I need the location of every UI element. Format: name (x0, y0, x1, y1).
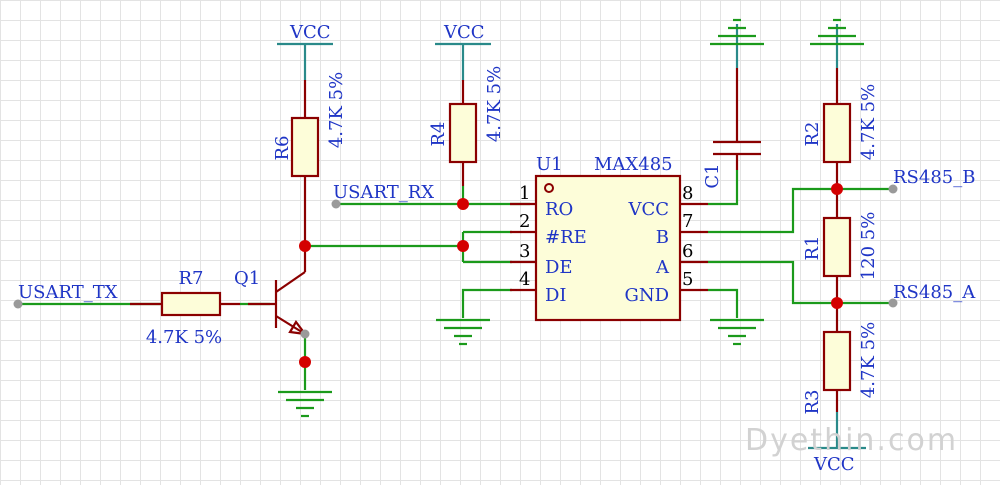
wire-vcc-c1 (708, 170, 739, 206)
u1-pin-number: 4 (519, 269, 530, 290)
u1-pin-name: DE (545, 257, 573, 278)
u1-designator: U1 (536, 154, 563, 175)
r3-value: 4.7K 5% (858, 322, 879, 398)
net-label-usart-rx: USART_RX (333, 182, 434, 203)
junction-dot (299, 356, 311, 368)
junction-dot (457, 198, 469, 210)
r1-designator: R1 (802, 235, 823, 260)
gnd-symbol-c1 (710, 18, 764, 68)
port-dots (13, 184, 898, 339)
watermark-text: Dyethin.com (745, 423, 958, 458)
junction-dot (457, 240, 469, 252)
r6-designator: R6 (272, 135, 293, 160)
port-dot-rs485-b (888, 184, 898, 194)
r6-value: 4.7K 5% (326, 72, 347, 148)
port-dot-usart-rx (331, 199, 341, 209)
r3-designator: R3 (802, 389, 823, 414)
junctions (299, 183, 843, 368)
gnd-symbol-r2 (810, 18, 864, 68)
u1-part-number: MAX485 (594, 154, 673, 175)
wire-gnd-pin5 (708, 288, 739, 318)
r2-designator: R2 (802, 121, 823, 146)
u1-pin-name: DI (545, 285, 567, 306)
net-labels: USART_RX USART_TX RS485_B RS485_A (18, 167, 976, 303)
net-label-rs485-a: RS485_A (893, 282, 976, 303)
net-label-usart-tx: USART_TX (18, 282, 118, 303)
junction-dot (831, 183, 843, 195)
port-dot-q1-emitter (300, 329, 310, 339)
net-label-rs485-b: RS485_B (893, 167, 975, 188)
capacitor-c1: C1 (702, 68, 761, 189)
resistor-r1: R1 120 5% (802, 189, 879, 303)
r4-value: 4.7K 5% (484, 66, 505, 142)
resistor-r7: R7 4.7K 5% (130, 268, 240, 348)
vcc-label-r6: VCC (289, 22, 331, 43)
gnd-symbol-di (436, 318, 490, 346)
u1-pin-number: 1 (519, 183, 530, 204)
gnd-symbol-pin5 (710, 318, 764, 346)
resistor-r4: R4 4.7K 5% (428, 66, 505, 186)
resistor-r6: R6 4.7K 5% (272, 72, 347, 246)
vcc-symbol-r3: VCC (808, 412, 866, 475)
junction-dot (831, 297, 843, 309)
port-dot-rs485-a (888, 298, 898, 308)
resistor-r3: R3 4.7K 5% (802, 303, 879, 415)
transistor-q1: Q1 (234, 246, 308, 336)
vcc-symbol-r6: VCC (277, 22, 333, 80)
q1-designator: Q1 (234, 268, 260, 289)
q1-emitter-arrow (288, 320, 308, 336)
u1-pin-name: VCC (627, 199, 669, 220)
u1-pin-number: 2 (519, 211, 530, 232)
port-dot-usart-tx (13, 299, 23, 309)
c1-designator: C1 (702, 163, 723, 188)
u1-pin-name: A (655, 257, 670, 278)
r2-value: 4.7K 5% (858, 84, 879, 160)
r7-designator: R7 (178, 268, 203, 289)
wires (18, 170, 893, 390)
resistor-r2: R2 4.7K 5% (802, 68, 879, 189)
u1-pin-name: #RE (545, 227, 587, 248)
u1-pin-name: B (656, 227, 669, 248)
u1-body (534, 174, 682, 322)
vcc-symbol-r4: VCC (435, 22, 491, 80)
ic-u1-max485: U1 MAX485 1 2 3 4 RO #RE DE DI 8 7 6 5 V… (510, 154, 708, 322)
wire-di-gnd (461, 288, 512, 318)
r7-value: 4.7K 5% (146, 327, 222, 348)
u1-pin-number: 8 (682, 183, 693, 204)
vcc-label-r4: VCC (443, 22, 485, 43)
gnd-symbol-q1 (278, 390, 332, 418)
r4-designator: R4 (428, 121, 449, 146)
u1-pin-number: 7 (682, 211, 693, 232)
u1-pin1-marker (544, 183, 554, 193)
r1-value: 120 5% (858, 212, 879, 281)
vcc-label-r3: VCC (813, 454, 855, 475)
u1-pin-number: 5 (682, 269, 693, 290)
u1-pin-number: 6 (682, 241, 693, 262)
u1-pin-name: RO (545, 199, 573, 220)
u1-pin-number: 3 (519, 241, 530, 262)
junction-dot (299, 240, 311, 252)
u1-pin-name: GND (624, 285, 669, 306)
